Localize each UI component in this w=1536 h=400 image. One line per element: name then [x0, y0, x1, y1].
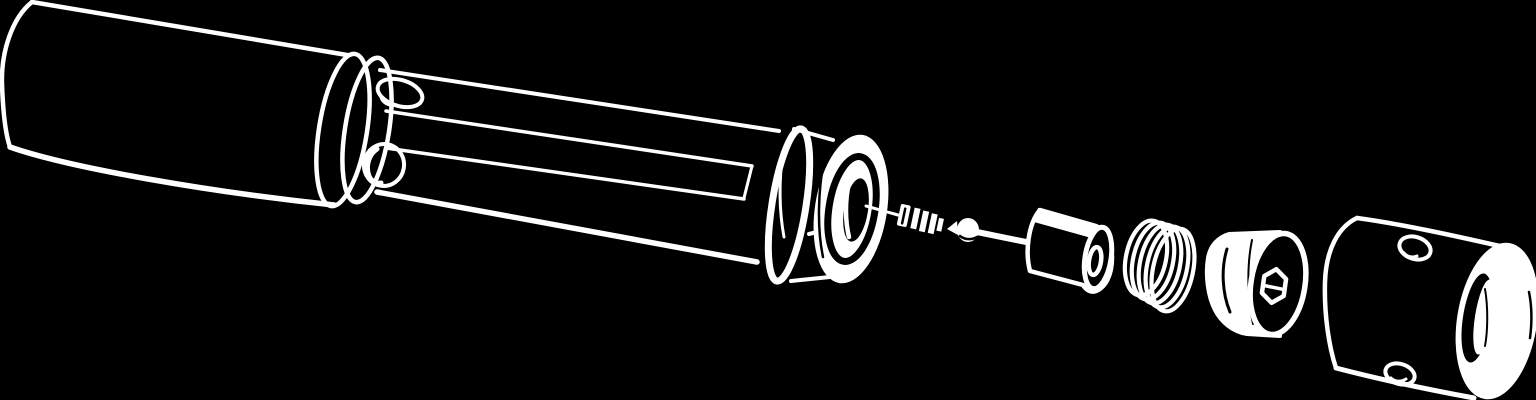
pin-shank	[974, 229, 1034, 246]
end-collar: Collar disc at cylinder end	[340, 55, 394, 205]
flange-bore	[843, 178, 869, 242]
faceted-shaft: Faceted shaft with two countersunk screw…	[361, 68, 781, 265]
sleeve-bottom-hole	[1383, 361, 1417, 387]
end-sleeve: End sleeve with side holes and open bore	[1322, 215, 1536, 400]
set-screw: Small threaded set screw	[864, 204, 944, 235]
shaft-upper-hole	[375, 76, 425, 110]
hex-socket	[1259, 266, 1289, 306]
flange-head: Flanged head with ribbed rim and center …	[764, 125, 889, 285]
screw-pin: Screw pin with long thin shank	[947, 218, 1034, 246]
coil-spring: Coil spring	[1122, 218, 1197, 314]
nut-hole	[1086, 244, 1104, 278]
cylindrical-nut: Cylindrical nut with center hole	[1025, 207, 1115, 294]
sleeve-top-hole	[1397, 234, 1433, 262]
shaft-lower-hole	[361, 142, 407, 188]
socket-cap: Round cap with hex socket	[1204, 230, 1309, 338]
handle-cylinder: Main cylinder body	[0, 0, 372, 209]
axis-line	[864, 204, 900, 217]
